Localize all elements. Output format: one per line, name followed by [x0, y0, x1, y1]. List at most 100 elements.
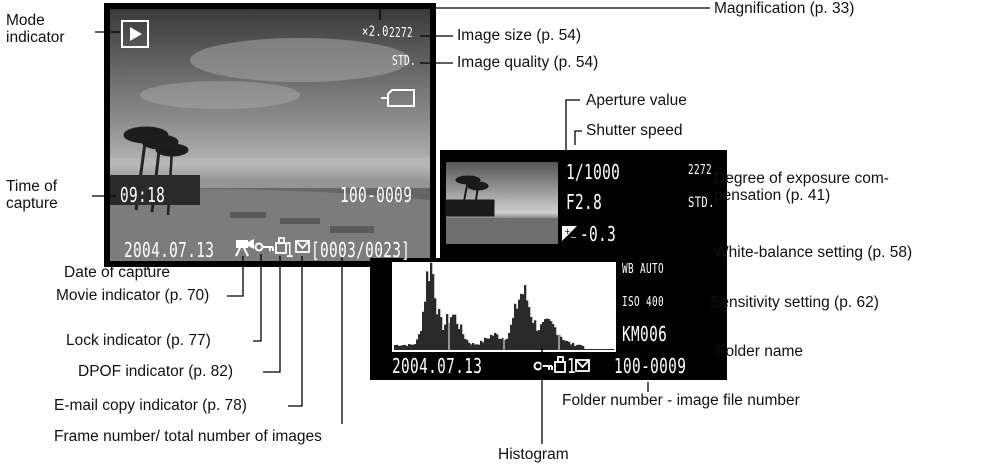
dpof-icon-2: [554, 356, 566, 373]
histogram-bar: [576, 345, 579, 350]
histogram-bar: [518, 299, 521, 350]
histogram-bar: [586, 349, 589, 350]
label-folder-name: Folder name: [716, 343, 804, 360]
time-value: 09:18: [120, 183, 166, 207]
histogram-bar: [550, 321, 553, 350]
leader-aperture: [565, 99, 580, 174]
histogram-bar: [534, 320, 537, 350]
histogram-bar: [408, 344, 411, 350]
histogram-bar: [578, 344, 581, 350]
cloud: [190, 38, 410, 82]
histogram-bar: [566, 340, 569, 350]
histogram-bar: [490, 334, 493, 350]
leader-dpof: [263, 256, 281, 373]
lcd-screen-1: [104, 3, 436, 267]
histogram-bar: [584, 349, 587, 350]
label-frame-number: Frame number/ total number of images: [54, 428, 322, 445]
label-sensitivity: Sensitivity setting (p. 62): [710, 294, 879, 311]
histogram-bar: [554, 327, 557, 350]
histogram-bar: [528, 307, 531, 350]
histogram-bar: [460, 324, 463, 350]
cloud: [140, 81, 300, 109]
histogram-bar: [520, 293, 523, 350]
histogram-bar: [424, 301, 427, 350]
play-mode-icon: [121, 20, 149, 48]
histogram-bar: [420, 330, 423, 350]
exposure-compensation-icon: + −: [562, 226, 577, 242]
histogram-bar: [530, 317, 533, 350]
label-exposure-compensation: Degree of exposure com- pensation (p. 41…: [714, 170, 889, 205]
histogram-bar: [416, 339, 419, 350]
date-value: 2004.07.13: [124, 238, 215, 262]
leader-lock: [253, 254, 262, 342]
histogram-bar: [538, 330, 541, 350]
histogram-bar: [486, 338, 489, 350]
histogram-bar: [574, 345, 577, 350]
histogram-bar: [400, 345, 403, 350]
histogram-bar: [468, 342, 471, 350]
label-lock-indicator: Lock indicator (p. 77): [66, 332, 211, 349]
histogram-bar: [404, 344, 407, 350]
histogram-bar: [472, 343, 475, 350]
label-magnification: Magnification (p. 33): [714, 0, 855, 17]
histogram-bar: [450, 317, 453, 350]
iso-value: ISO 400: [622, 295, 664, 310]
image-size-value-2: 2272: [688, 163, 712, 178]
beach-chairs: [230, 212, 374, 233]
white-balance-value: WB AUTO: [622, 262, 664, 277]
histogram-bar: [548, 319, 551, 350]
dpof-icon: [275, 237, 287, 254]
histogram-bar: [594, 349, 597, 350]
label-movie-indicator: Movie indicator (p. 70): [56, 287, 210, 304]
folder-file-value: 100-0009: [340, 183, 413, 207]
histogram-bar: [482, 342, 485, 350]
histogram: [394, 262, 615, 350]
histogram-bar: [474, 344, 477, 350]
histogram-bar: [440, 317, 443, 350]
histogram-bar: [496, 334, 499, 350]
histogram-bar: [592, 349, 595, 350]
histogram-bar: [556, 335, 559, 350]
frame-count: [0003/0023]: [311, 238, 411, 262]
beach: [110, 188, 430, 261]
label-image-quality: Image quality (p. 54): [457, 54, 599, 71]
magnification-value: ×2.0: [362, 24, 389, 40]
leader-white-balance: [664, 252, 710, 272]
histogram-bar: [464, 339, 467, 350]
histogram-bar: [488, 338, 491, 350]
histogram-bar: [512, 317, 515, 350]
histogram-bar: [402, 345, 405, 350]
lcd-screen-2: + −: [370, 150, 727, 380]
histogram-bar: [604, 349, 607, 350]
histogram-bar: [432, 274, 435, 350]
dpof-count-2: 1: [567, 354, 577, 378]
label-time-of-capture: Time of capture: [6, 178, 58, 213]
histogram-bar: [536, 330, 539, 350]
histogram-bar: [466, 339, 469, 350]
thumbnail-palms: [445, 175, 558, 244]
histogram-bar: [546, 318, 549, 350]
histogram-bar: [462, 334, 465, 350]
leader-movie: [227, 256, 244, 297]
histogram-bar: [580, 345, 583, 350]
email-icon: [295, 240, 310, 253]
histogram-bar: [540, 324, 543, 350]
histogram-bar: [596, 349, 599, 350]
histogram-bar: [532, 322, 535, 350]
histogram-bar: [410, 344, 413, 350]
histogram-bar: [588, 349, 591, 350]
histogram-bar: [522, 294, 525, 350]
label-image-size: Image size (p. 54): [457, 27, 582, 44]
leader-folder-name: [670, 333, 712, 353]
histogram-bar: [562, 339, 565, 350]
histogram-bar: [524, 285, 527, 350]
histogram-bar: [492, 335, 495, 350]
histogram-bar: [590, 349, 593, 350]
svg-text:−: −: [570, 233, 577, 242]
histogram-bar: [598, 349, 601, 350]
histogram-bar: [406, 346, 409, 350]
histogram-bar: [454, 314, 457, 350]
histogram-bar: [442, 330, 445, 350]
svg-text:+: +: [564, 227, 571, 236]
